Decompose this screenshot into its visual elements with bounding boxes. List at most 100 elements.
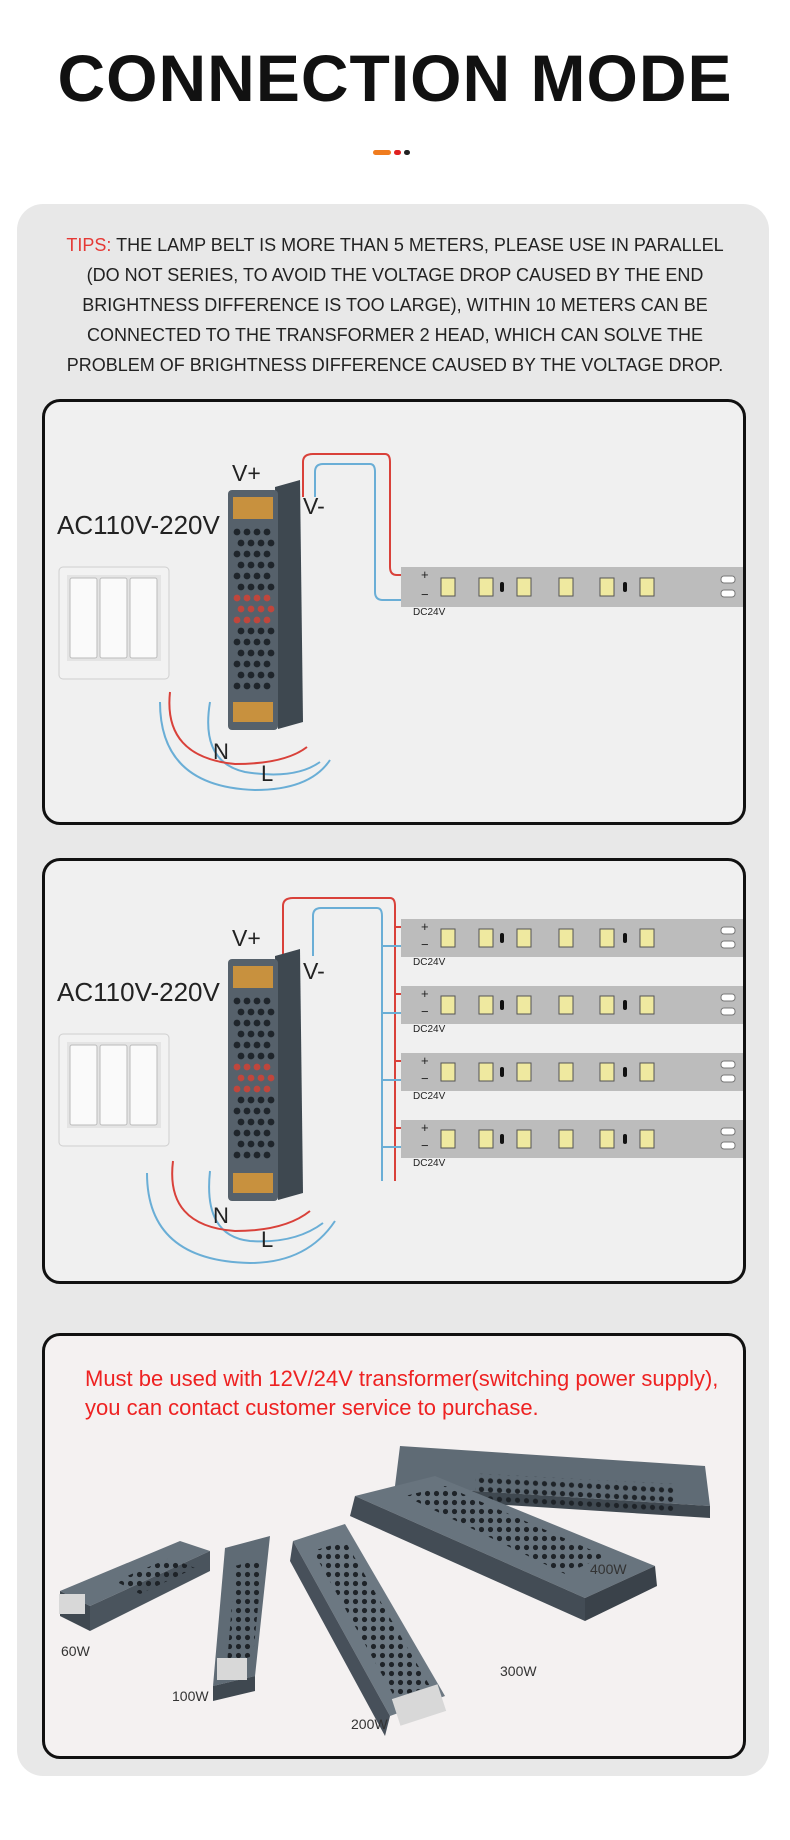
vent-hole (257, 1052, 265, 1060)
vent-hole (267, 1074, 275, 1082)
strip-minus-label: − (421, 1138, 429, 1153)
resistor (623, 582, 627, 592)
psu-terminal-bottom (233, 702, 273, 722)
psu-side (275, 949, 303, 1200)
vent-hole (267, 1030, 275, 1038)
switch-rocker-1 (69, 1044, 98, 1126)
led-chip (440, 577, 456, 597)
model-label-100w: 100W (172, 1688, 209, 1704)
led-chips (440, 993, 736, 1016)
vent-hole (237, 583, 245, 591)
vent-hole (253, 1151, 261, 1159)
wire-vplus-red (282, 897, 396, 1181)
vent-hole (233, 550, 241, 558)
vent-hole (237, 1052, 245, 1060)
strip-minus-label: − (421, 937, 429, 952)
led-chips (440, 575, 736, 598)
vent-hole (257, 1074, 265, 1082)
led-chip (599, 577, 615, 597)
vent-hole (243, 1129, 251, 1137)
vent-hole (253, 682, 261, 690)
led-chip (639, 577, 655, 597)
psu-300w (350, 1476, 657, 1621)
solder-pad (720, 993, 736, 1002)
led-chip (558, 1062, 574, 1082)
strip-voltage-label: DC24V (413, 1024, 446, 1035)
vent-hole (243, 616, 251, 624)
resistor (500, 1000, 504, 1010)
strip-minus-label: − (421, 587, 429, 602)
led-strip: + − DC24V (401, 567, 743, 618)
led-chip (478, 1062, 494, 1082)
wire-ac-red (168, 691, 308, 766)
vent-hole (243, 550, 251, 558)
led-chip (440, 1129, 456, 1149)
vent-hole (243, 1107, 251, 1115)
resistor (500, 582, 504, 592)
divider-dot-black (404, 150, 410, 155)
wall-switch (58, 1033, 170, 1147)
vent-hole (247, 561, 255, 569)
wire-vminus-blue (314, 463, 411, 601)
vent-hole (267, 649, 275, 657)
vent-hole (237, 649, 245, 657)
vplus-label: V+ (232, 460, 261, 486)
vent-hole (237, 1118, 245, 1126)
single-strip-diagram: AC110V-220V V+ V- N L + − DC24V (42, 399, 746, 825)
led-chip (478, 928, 494, 948)
resistor (623, 1000, 627, 1010)
divider-dot-red (394, 150, 401, 155)
solder-pad (720, 1007, 736, 1016)
vent-hole (247, 627, 255, 635)
vent-hole (263, 616, 271, 624)
wall-switch (58, 566, 170, 680)
vent-hole (267, 1052, 275, 1060)
live-label: L (261, 761, 273, 786)
vent-hole (247, 1118, 255, 1126)
wire-neutral-blue (159, 701, 331, 792)
neutral-label: N (213, 739, 229, 764)
vent-hole (243, 1041, 251, 1049)
led-chip (558, 1129, 574, 1149)
resistor (500, 1067, 504, 1077)
vent-hole (237, 1096, 245, 1104)
wire-live-blue (207, 701, 321, 776)
vent-hole (253, 616, 261, 624)
vent-hole (237, 539, 245, 547)
strip-minus-label: − (421, 1071, 429, 1086)
vent-hole (233, 572, 241, 580)
vminus-label: V- (303, 958, 325, 984)
vent-hole (257, 671, 265, 679)
vent-hole (253, 550, 261, 558)
solder-pad (720, 1127, 736, 1136)
led-strips: + − DC24V + − DC24V + − DC24V + (401, 919, 743, 1169)
led-chip (516, 577, 532, 597)
strip-plus-label: + (421, 1053, 429, 1068)
vent-hole (263, 1085, 271, 1093)
led-chip (516, 1062, 532, 1082)
solder-pad (720, 575, 736, 584)
parallel-strips-wiring: AC110V-220V V+ V- N L + − DC24V + − (57, 897, 743, 1265)
vent-hole (257, 1008, 265, 1016)
strip-minus-label: − (421, 1004, 429, 1019)
live-label: L (261, 1227, 273, 1252)
vent-hole (237, 561, 245, 569)
switch-rocker-3 (129, 577, 158, 659)
page-title: CONNECTION MODE (57, 41, 733, 115)
divider-dot-orange (373, 150, 391, 155)
vent-hole (247, 539, 255, 547)
vent-hole (263, 1041, 271, 1049)
led-chip (599, 928, 615, 948)
led-chip (639, 928, 655, 948)
vent-hole (237, 1140, 245, 1148)
led-chip (639, 1062, 655, 1082)
vent-hole (247, 583, 255, 591)
led-chips (440, 1060, 736, 1083)
led-chip (478, 995, 494, 1015)
wire-ac-red (171, 1160, 311, 1233)
led-chip (516, 995, 532, 1015)
vent-hole (243, 528, 251, 536)
led-chip (558, 577, 574, 597)
resistor (623, 1067, 627, 1077)
vent-hole (257, 1140, 265, 1148)
